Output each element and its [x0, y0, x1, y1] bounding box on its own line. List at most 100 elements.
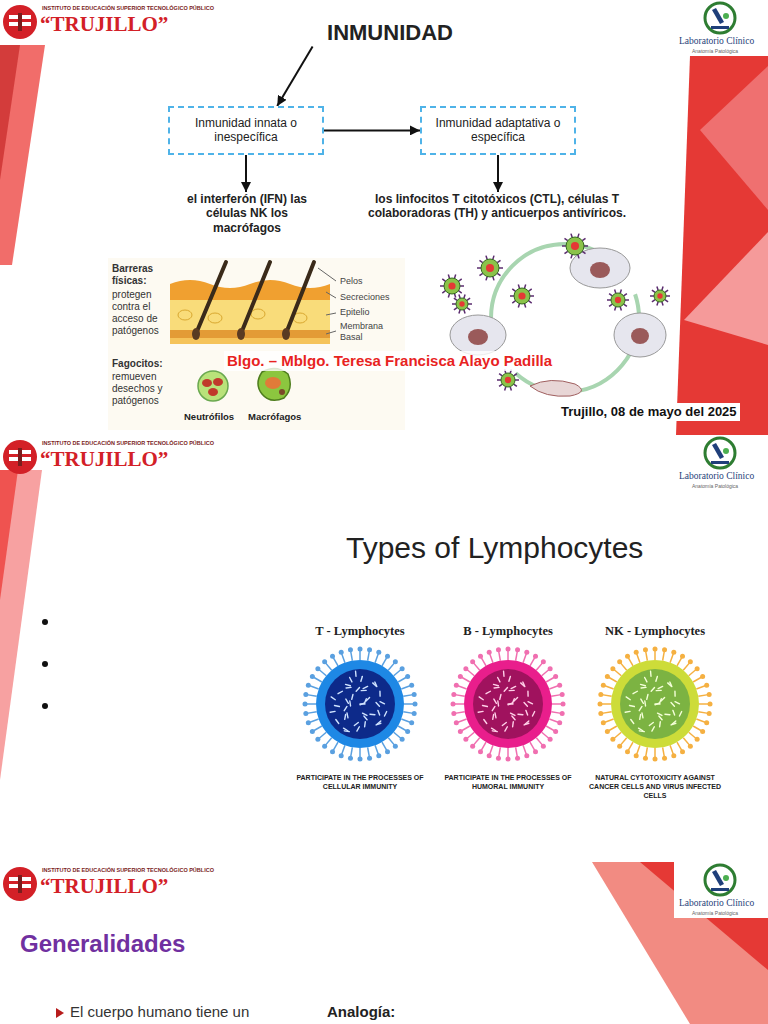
chromatin — [639, 714, 641, 719]
cell-caption: PARTICIPATE IN THE PROCESSES OF CELLULAR… — [285, 774, 435, 792]
decor-part — [464, 294, 465, 298]
receptor — [490, 653, 493, 662]
bullet-text: El cuerpo humano tiene un — [70, 1003, 249, 1021]
decor-part — [662, 302, 663, 306]
epithelial-cell — [293, 313, 307, 323]
chromatin — [641, 684, 646, 685]
receptor-head — [653, 647, 658, 652]
chromatin — [494, 699, 497, 703]
receptor-head — [348, 647, 353, 652]
chromatin — [384, 712, 386, 716]
chromatin — [524, 703, 527, 707]
cell-shape — [300, 644, 420, 764]
part-label: Membrana Basal — [340, 321, 394, 343]
chromatin — [659, 722, 661, 727]
chromatin — [675, 702, 680, 704]
chromatin — [629, 705, 634, 706]
leader-line — [318, 268, 336, 281]
lysed-cell — [530, 380, 581, 396]
decor-part — [459, 301, 464, 306]
receptor-head — [470, 659, 475, 664]
part-label: Secreciones — [340, 292, 390, 303]
decor-part — [611, 293, 625, 307]
receptor-head — [700, 729, 705, 734]
lab-logo — [705, 438, 735, 468]
institute-logo — [3, 867, 37, 901]
chromatin — [626, 697, 630, 700]
receptor-head — [541, 659, 546, 664]
receptor-head — [400, 666, 405, 671]
chromatin — [512, 716, 515, 720]
chromatin — [641, 687, 646, 689]
receptor-head — [506, 757, 511, 762]
decor-part — [512, 301, 515, 303]
chromatin — [378, 710, 380, 715]
decor-part — [510, 387, 511, 391]
decor-part — [528, 289, 531, 291]
receptor-head — [451, 692, 456, 697]
chromatin — [334, 705, 339, 706]
figure-heading: Fagocitos: — [112, 358, 163, 370]
receptor-head — [358, 757, 363, 762]
decor-part — [652, 300, 655, 302]
lab-subtitle: Anatomía Patológica — [692, 910, 738, 916]
receptor-head — [625, 749, 630, 754]
receptor-head — [561, 702, 566, 707]
institute-name: INSTITUTO DE EDUCACIÓN SUPERIOR TECNOLÓG… — [42, 5, 214, 12]
author-name: Blgo. – Mblgo. Teresa Francisca Alayo Pa… — [224, 351, 555, 371]
receptor-head — [688, 744, 693, 749]
receptor — [342, 745, 345, 754]
cell-membrane — [464, 660, 552, 748]
receptor — [677, 657, 682, 666]
decor-part — [9, 450, 31, 454]
node-text: Inmunidad adaptativa o específica — [428, 116, 568, 145]
decor-part — [497, 260, 500, 262]
cell-heading: NK - Lymphocytes — [580, 624, 730, 639]
receptor-head — [662, 756, 667, 761]
hair — [195, 262, 226, 336]
dermis-layer — [170, 338, 330, 344]
lymphocyte-figure — [303, 647, 418, 762]
receptor-head — [515, 647, 520, 652]
receptor-head — [560, 711, 565, 716]
receptor — [546, 677, 555, 682]
part-label: Pelos — [340, 276, 363, 287]
chromatin — [336, 719, 339, 723]
decor-part — [456, 298, 468, 310]
cell-nucleus — [473, 669, 543, 739]
decor-part — [479, 260, 482, 262]
receptor-head — [339, 753, 344, 758]
decor-part — [615, 297, 621, 303]
lab-subtitle: Anatomía Patológica — [692, 483, 738, 489]
receptor-head — [671, 650, 676, 655]
receptor — [351, 747, 353, 757]
chromatin — [364, 716, 367, 720]
chromatin — [659, 699, 661, 704]
receptor-head — [541, 744, 546, 749]
connector-arrow — [497, 155, 499, 192]
receptor — [481, 742, 486, 751]
receptor — [530, 742, 535, 751]
decor-part — [477, 267, 481, 269]
host-cell — [570, 248, 630, 288]
chromatin — [361, 676, 362, 681]
receptor — [368, 747, 370, 757]
receptor-head — [310, 674, 315, 679]
decor-part — [711, 461, 729, 464]
cell-node: NK - LymphocytesNATURAL CYTOTOXICITY AGA… — [580, 624, 730, 800]
chromatin — [527, 691, 529, 696]
chromatin — [363, 686, 368, 688]
cell-shape — [595, 644, 715, 764]
bullet — [42, 619, 48, 625]
receptor-head — [557, 720, 562, 725]
decor-part — [486, 264, 494, 272]
receptor — [499, 651, 501, 661]
decor-part — [467, 298, 470, 300]
decor-part — [459, 294, 460, 298]
macrophage — [258, 368, 290, 400]
chromatin — [495, 713, 496, 718]
chromatin — [370, 713, 375, 715]
secretion-layer — [170, 280, 330, 300]
chromatin — [346, 699, 349, 703]
